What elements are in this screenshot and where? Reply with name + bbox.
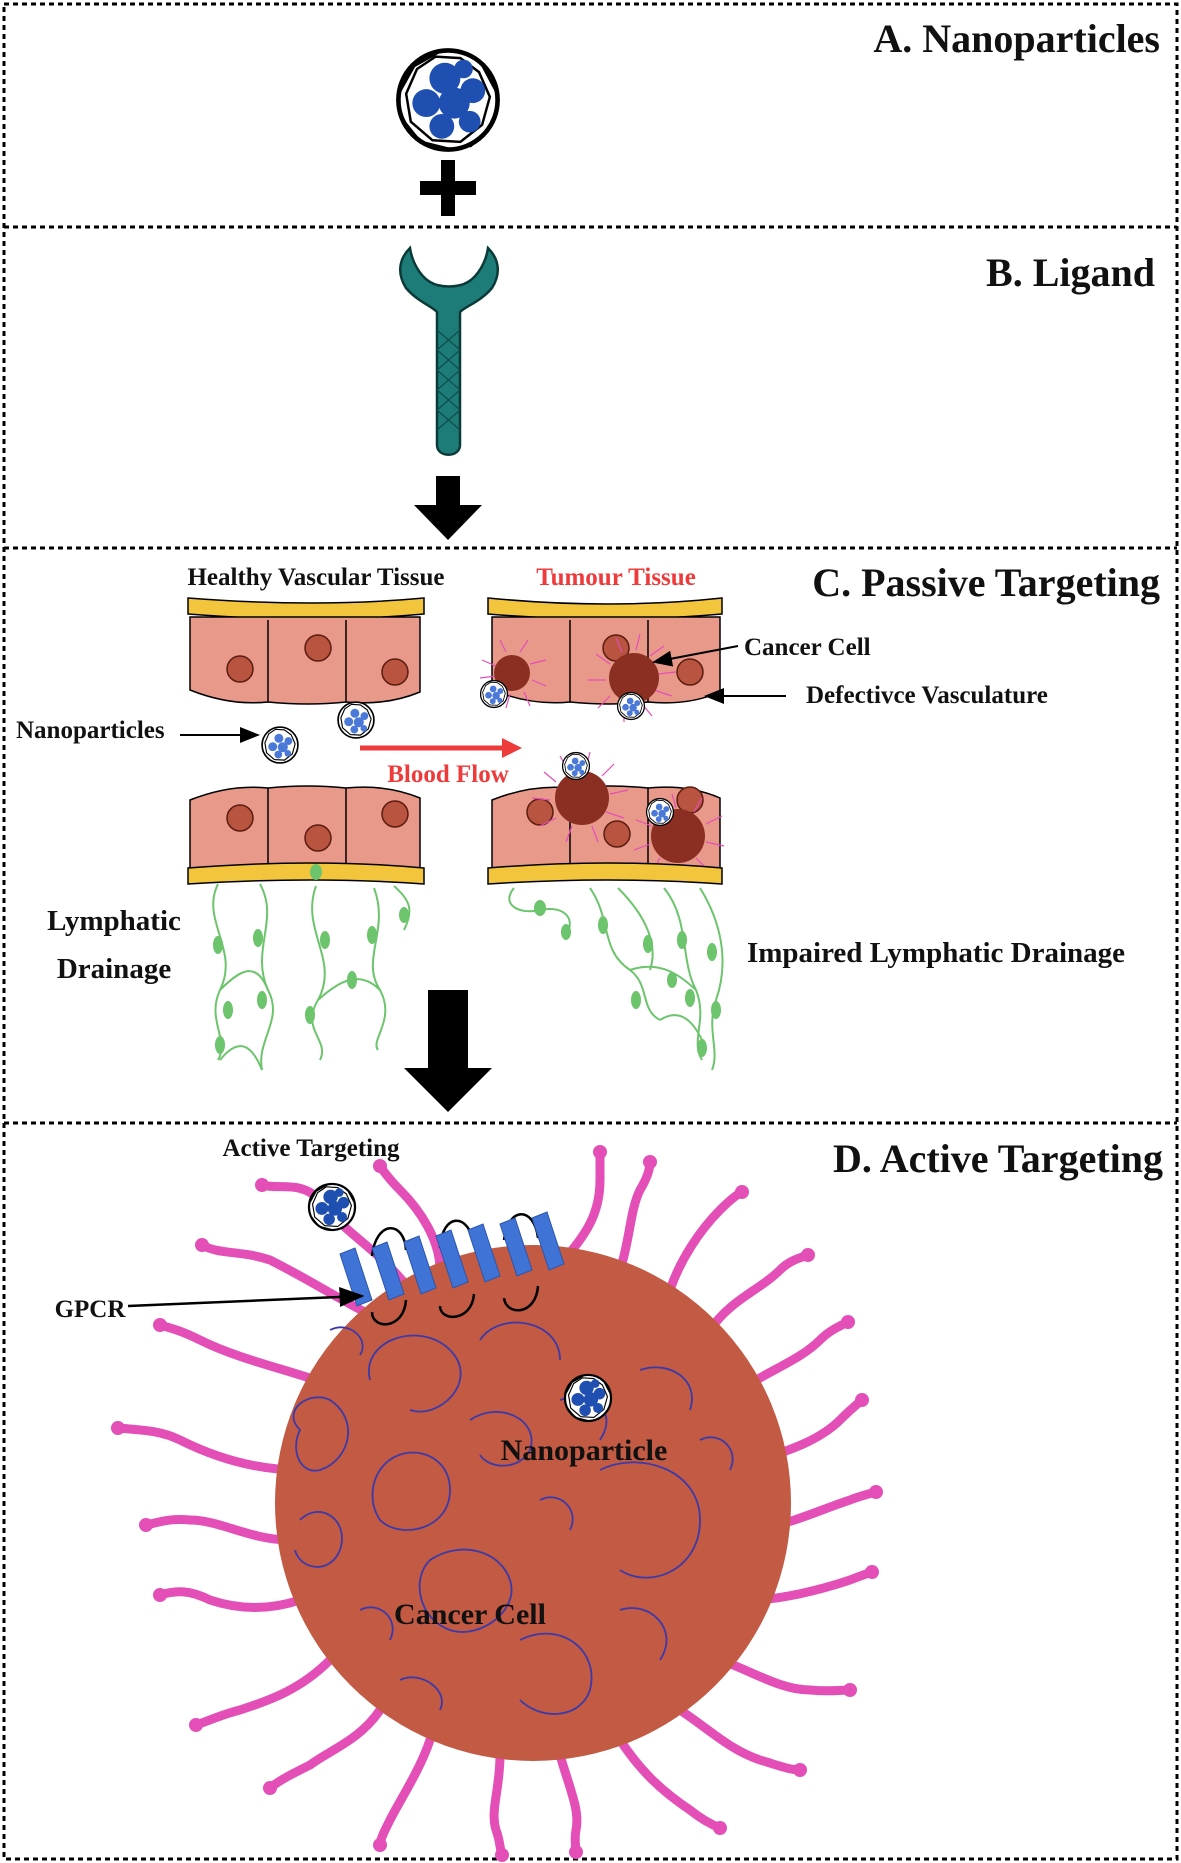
healthy-tissue-label: Healthy Vascular Tissue (187, 564, 444, 591)
panel-d-title: D. Active Targeting (833, 1136, 1163, 1181)
lumen-nanoparticle-1 (261, 726, 299, 764)
gpcr-label: GPCR (55, 1296, 127, 1323)
panel-b-title: B. Ligand (986, 250, 1155, 295)
ligand-icon (398, 245, 500, 456)
panel-a-title: A. Nanoparticles (873, 16, 1160, 61)
down-arrow-icon (414, 476, 482, 540)
filopodia-tips (111, 1145, 883, 1862)
panel-c-title: C. Passive Targeting (812, 560, 1160, 605)
active-targeting-label: Active Targeting (222, 1135, 400, 1162)
tumour-vessel-top (479, 597, 723, 722)
bound-nanoparticle (307, 1182, 357, 1232)
cancer-cell-body (275, 1245, 791, 1761)
nanoparticle-icon (398, 50, 497, 149)
nanoparticles-label: Nanoparticles (16, 717, 165, 744)
cancer-cell-label-d: Cancer Cell (394, 1598, 546, 1631)
blood-flow-arrow (360, 738, 522, 758)
healthy-vessel-bottom (187, 785, 425, 885)
nanoparticle-label: Nanoparticle (501, 1434, 668, 1467)
lymphatic-label-line1: Lymphatic (47, 905, 181, 937)
impaired-drainage-label: Impaired Lymphatic Drainage (747, 937, 1125, 969)
cancer-cell-pointer (652, 645, 739, 667)
lumen-nanoparticle-2 (337, 701, 375, 739)
healthy-lymph-nodes (213, 864, 409, 1054)
healthy-vessel-top (187, 597, 425, 705)
tumour-vessel-bottom (487, 751, 725, 885)
down-arrow-large-icon (404, 990, 492, 1112)
internalized-nanoparticle (563, 1373, 613, 1423)
cancer-cell-label-c: Cancer Cell (744, 634, 871, 661)
gpcr-pointer (127, 1286, 365, 1308)
healthy-lymphatics (212, 883, 411, 1071)
plus-icon (420, 160, 476, 216)
defective-vasculature-label: Defectivce Vasculature (806, 682, 1048, 709)
tumour-lymph-nodes (534, 900, 721, 1057)
tumour-tissue-label: Tumour Tissue (536, 564, 696, 591)
lymphatic-label-line2: Drainage (57, 953, 172, 985)
blood-flow-label: Blood Flow (387, 761, 509, 788)
